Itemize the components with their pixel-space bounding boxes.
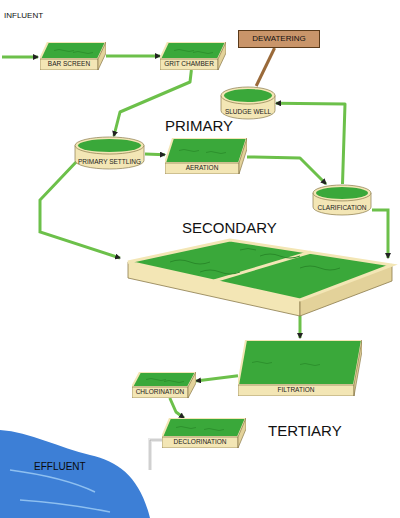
tank-shape: [220, 86, 276, 120]
tank-label: FILTRATION: [238, 385, 354, 396]
tank-label: DECLORINATION: [162, 437, 238, 448]
tank-label: AERATION: [165, 163, 239, 174]
tank-box: GRIT CHAMBER: [160, 42, 226, 70]
flow-connector: [256, 48, 274, 86]
stage-label: TERTIARY: [268, 423, 342, 438]
tank-box: CHLORINATION: [132, 372, 196, 398]
flow-connector: [276, 103, 345, 184]
flow-pipe: [299, 316, 302, 338]
effluent-pipe: [150, 440, 162, 470]
tank-box: FILTRATION: [238, 340, 362, 396]
stage-label: EFFLUENT: [34, 462, 86, 472]
tank-label: CHLORINATION: [132, 387, 188, 398]
tank-shape: [74, 136, 145, 170]
stage-label: INFLUENT: [4, 12, 43, 20]
tank-label: GRIT CHAMBER: [160, 59, 218, 70]
river: [0, 430, 150, 518]
effluent-pipe-edge: [150, 440, 162, 470]
tank-cylinder: CLARIFICATION: [312, 184, 372, 216]
tank-cylinder: SLUDGE WELL: [220, 86, 276, 120]
flow-connector: [145, 153, 165, 157]
tank-label: CLARIFICATION: [312, 201, 372, 216]
flow-pipe: [372, 210, 388, 258]
tank-label: PRIMARY SETTLING: [74, 154, 145, 170]
secondary-tank: [128, 240, 392, 316]
flow-connector: [247, 157, 326, 184]
tank-label: BAR SCREEN: [40, 59, 98, 70]
tank-box: AERATION: [165, 138, 247, 174]
stage-label: PRIMARY: [165, 118, 233, 133]
river-highlight: [10, 470, 110, 512]
tank-box: DECLORINATION: [162, 418, 246, 448]
flow-pipe: [40, 160, 120, 258]
tank-cylinder: PRIMARY SETTLING: [74, 136, 145, 170]
flow-connector: [106, 55, 160, 58]
label-box: DEWATERING: [238, 30, 320, 48]
influent-pipe: [2, 56, 38, 59]
tank-shape: [312, 184, 372, 216]
flow-connector: [196, 376, 238, 381]
flow-connector: [170, 398, 184, 418]
stage-label: SECONDARY: [182, 220, 277, 235]
tank-box: BAR SCREEN: [40, 42, 106, 70]
tank-label: DEWATERING: [239, 31, 319, 47]
